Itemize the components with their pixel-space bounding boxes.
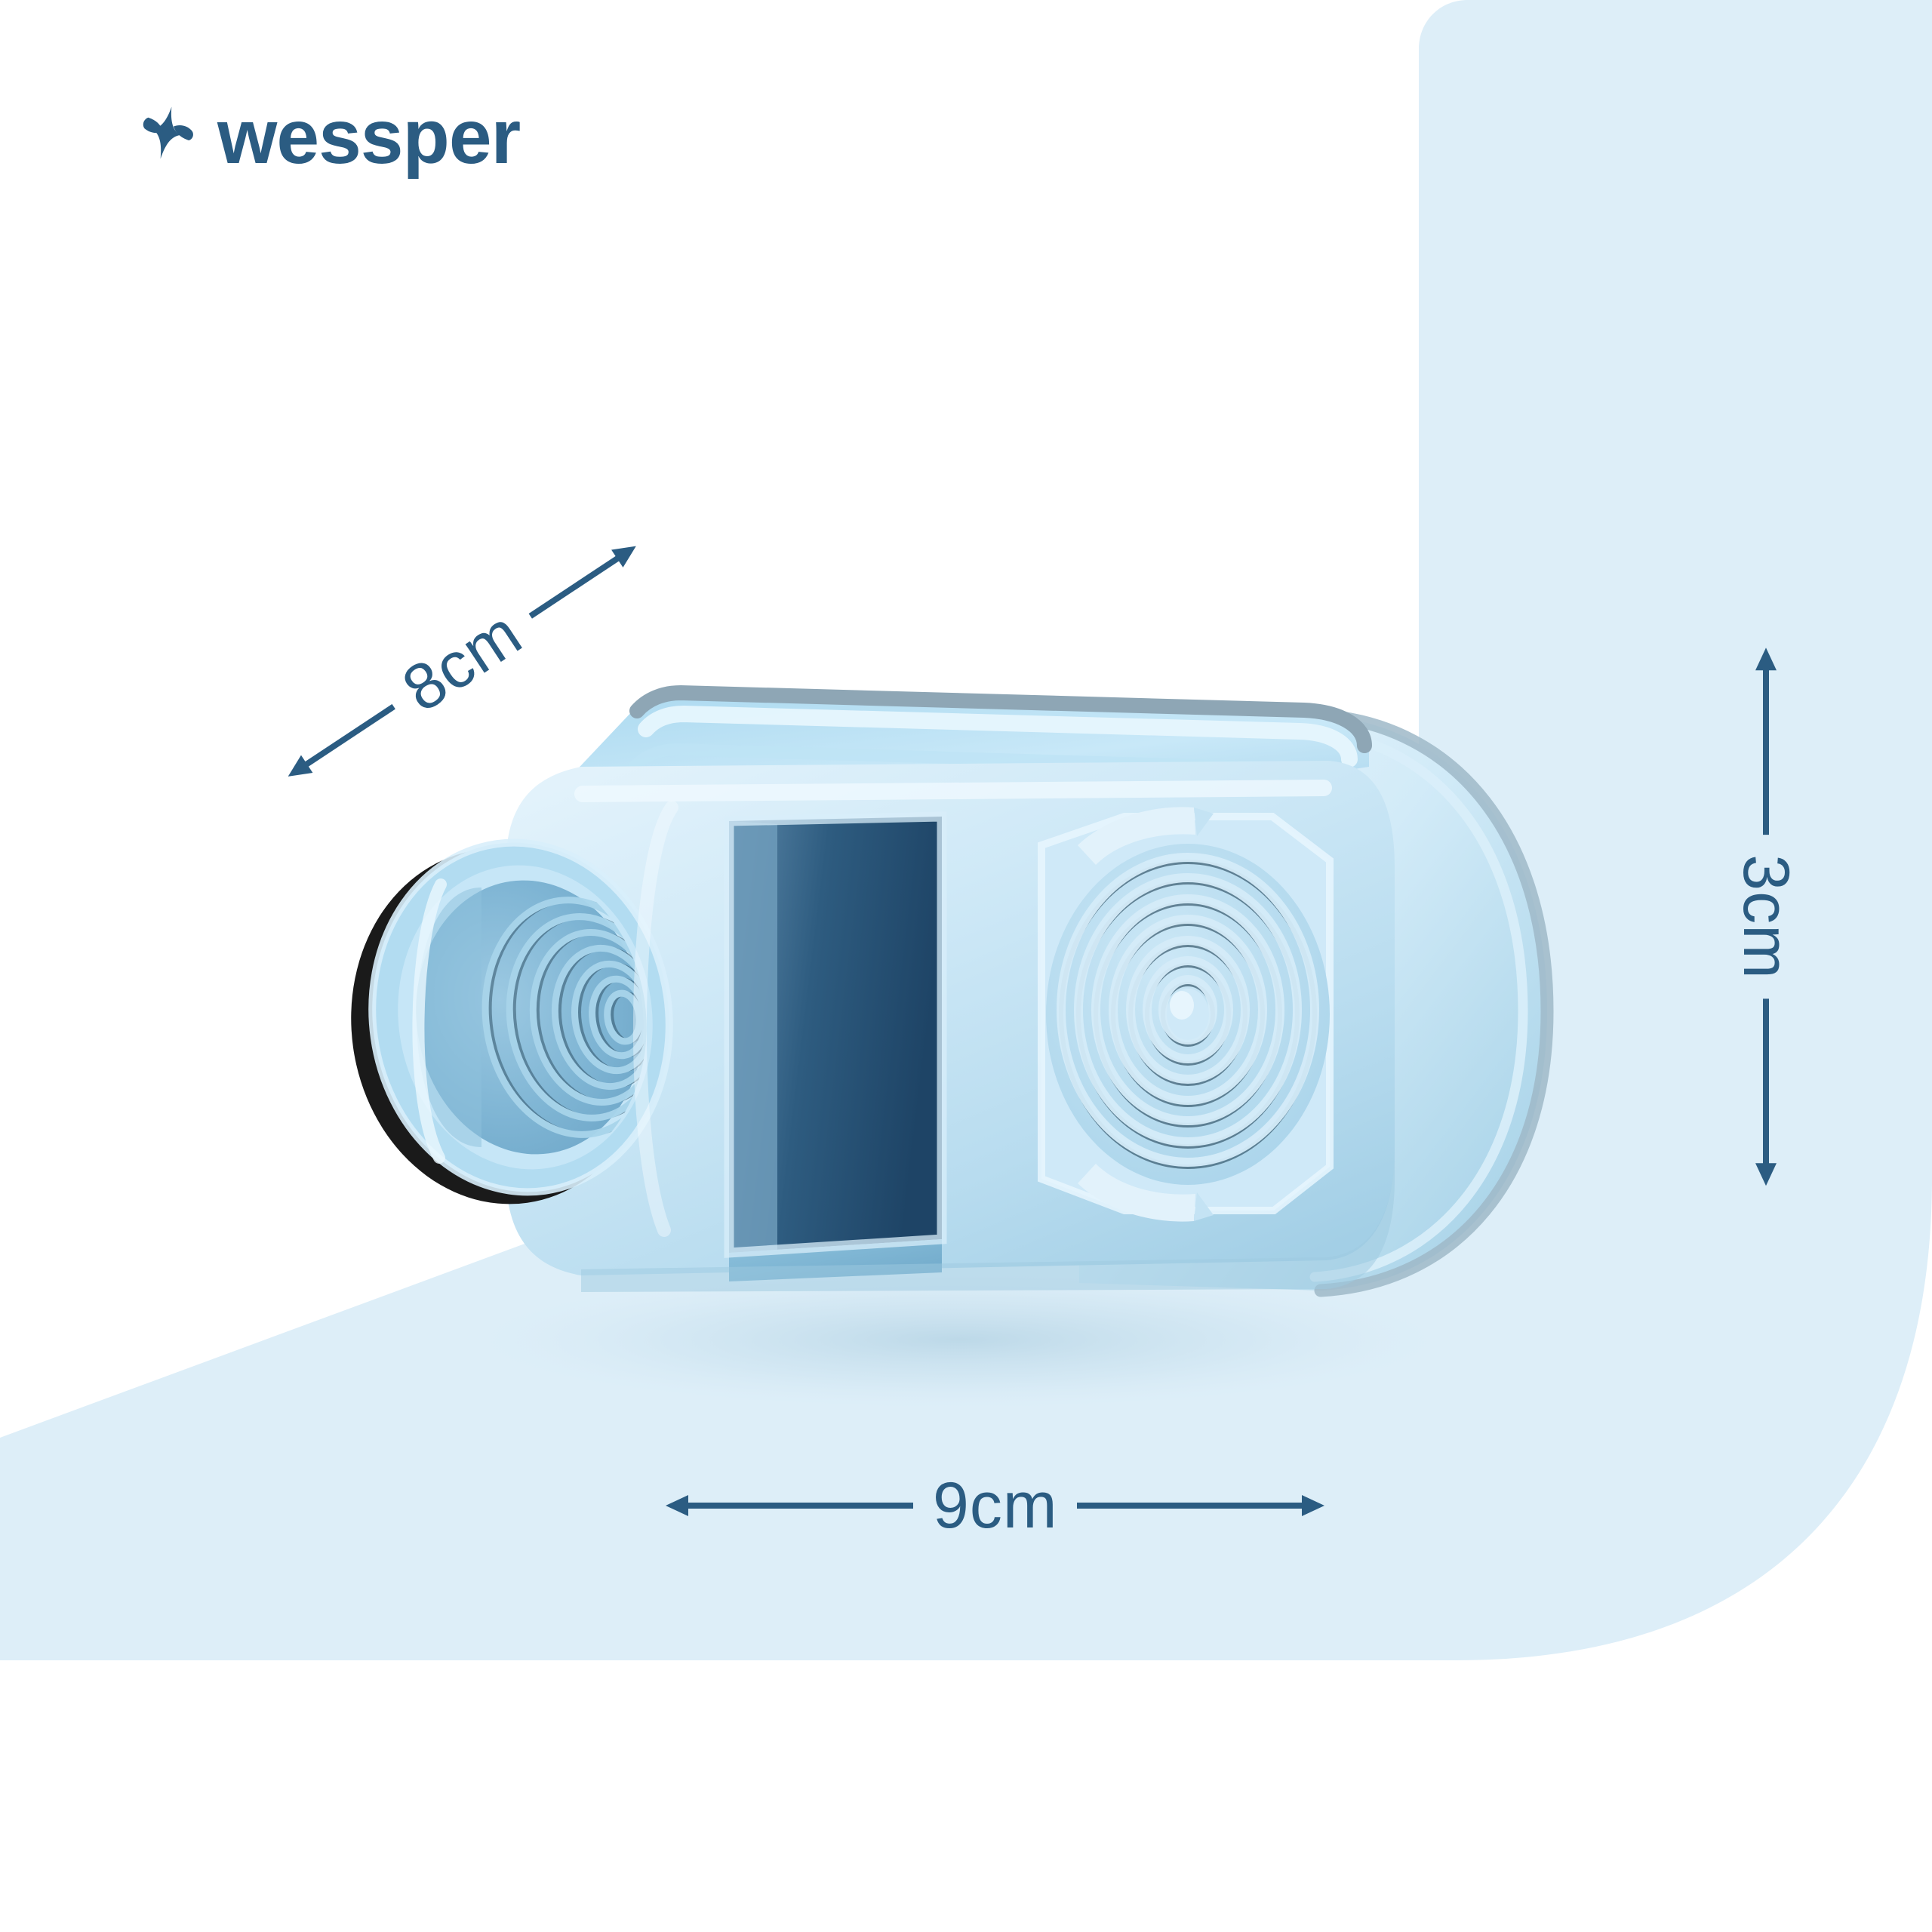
dimension-width: 9cm <box>664 1473 1326 1538</box>
brand-name: wessper <box>217 94 521 180</box>
product-render <box>279 619 1638 1449</box>
arrow-right-icon <box>1077 1495 1325 1516</box>
arrow-left-icon <box>288 703 395 777</box>
arrow-left-icon <box>666 1495 913 1516</box>
arrow-right-icon <box>528 546 637 619</box>
arrow-right-icon <box>1755 998 1777 1186</box>
filter-cartridge-illustration <box>351 685 1554 1409</box>
dimension-height-label: 3cm <box>1730 854 1802 980</box>
dimension-depth: 8cm <box>269 518 655 804</box>
brand-logo: wessper <box>134 94 521 180</box>
four-point-star-sparkle-icon <box>143 106 193 159</box>
dimension-width-label: 9cm <box>933 1469 1058 1542</box>
arrow-left-icon <box>1755 648 1777 835</box>
dimension-height: 3cm <box>1730 646 1802 1187</box>
